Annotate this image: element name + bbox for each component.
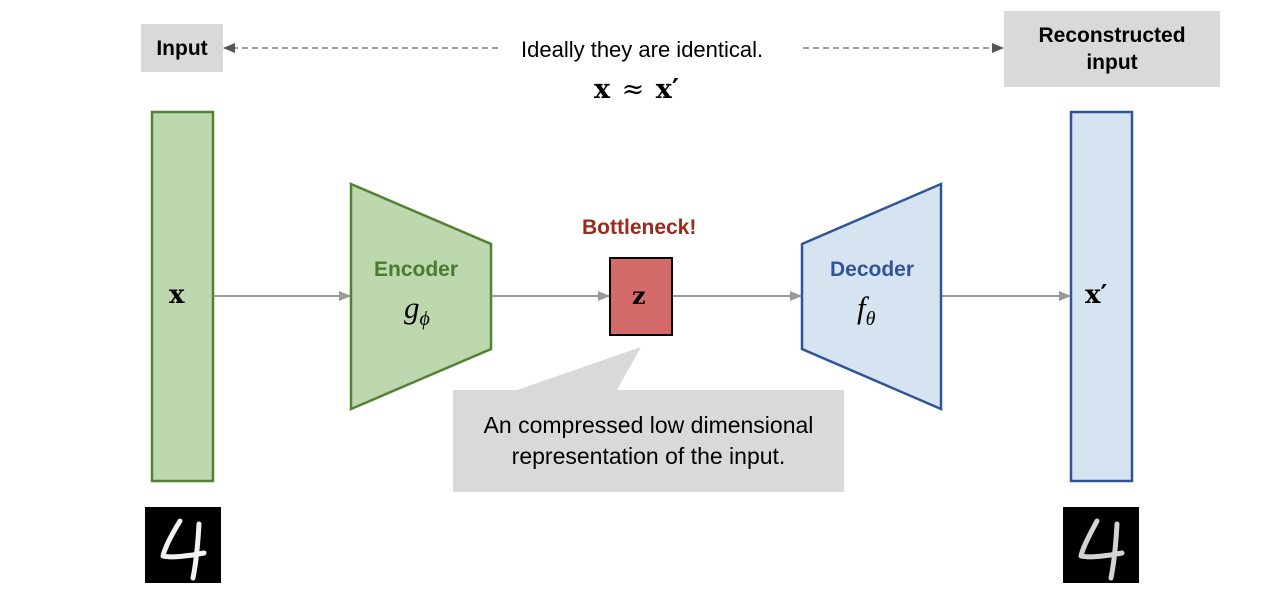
input-label-box: Input — [141, 24, 223, 72]
approx-xprime: x′ — [655, 74, 679, 105]
encoder-fn-sub: ϕ — [419, 308, 430, 331]
encoder-title: Encoder — [374, 258, 459, 281]
decoder-function: fθ — [857, 290, 875, 331]
digit-stroke-left — [160, 518, 207, 581]
input-label: Input — [156, 36, 208, 60]
callout-bubble — [453, 347, 844, 492]
reconstructed-label-box: Reconstructed input — [1004, 11, 1220, 87]
approx-x: x — [594, 74, 611, 105]
z-variable: z — [632, 281, 646, 310]
callout-text: An compressed low dimensional representa… — [483, 412, 814, 469]
decoder-trapezoid — [800, 182, 943, 411]
decoder-title: Decoder — [830, 258, 915, 281]
mnist-thumbnail-right — [1063, 507, 1139, 583]
z-box — [609, 257, 673, 336]
digit-stroke-right — [1078, 518, 1125, 581]
encoder-fn-main: g — [404, 290, 420, 325]
decoder-fn-sub: θ — [865, 308, 876, 331]
approx-formula: x ≈ x′ — [594, 74, 679, 105]
x-variable: x — [169, 280, 185, 310]
xprime-variable: x′ — [1085, 280, 1108, 310]
input-vector-bar — [150, 110, 215, 483]
approx-symbol: ≈ — [621, 74, 645, 105]
decoder-fn-main: f — [857, 290, 866, 325]
encoder-trapezoid — [349, 182, 493, 411]
identical-note: Ideally they are identical. — [521, 37, 764, 62]
reconstructed-label: Reconstructed input — [1038, 24, 1186, 74]
encoder-function: gϕ — [404, 290, 430, 331]
mnist-thumbnail-left — [145, 507, 221, 583]
bottleneck-label: Bottleneck! — [582, 216, 697, 239]
output-vector-bar — [1069, 110, 1134, 483]
